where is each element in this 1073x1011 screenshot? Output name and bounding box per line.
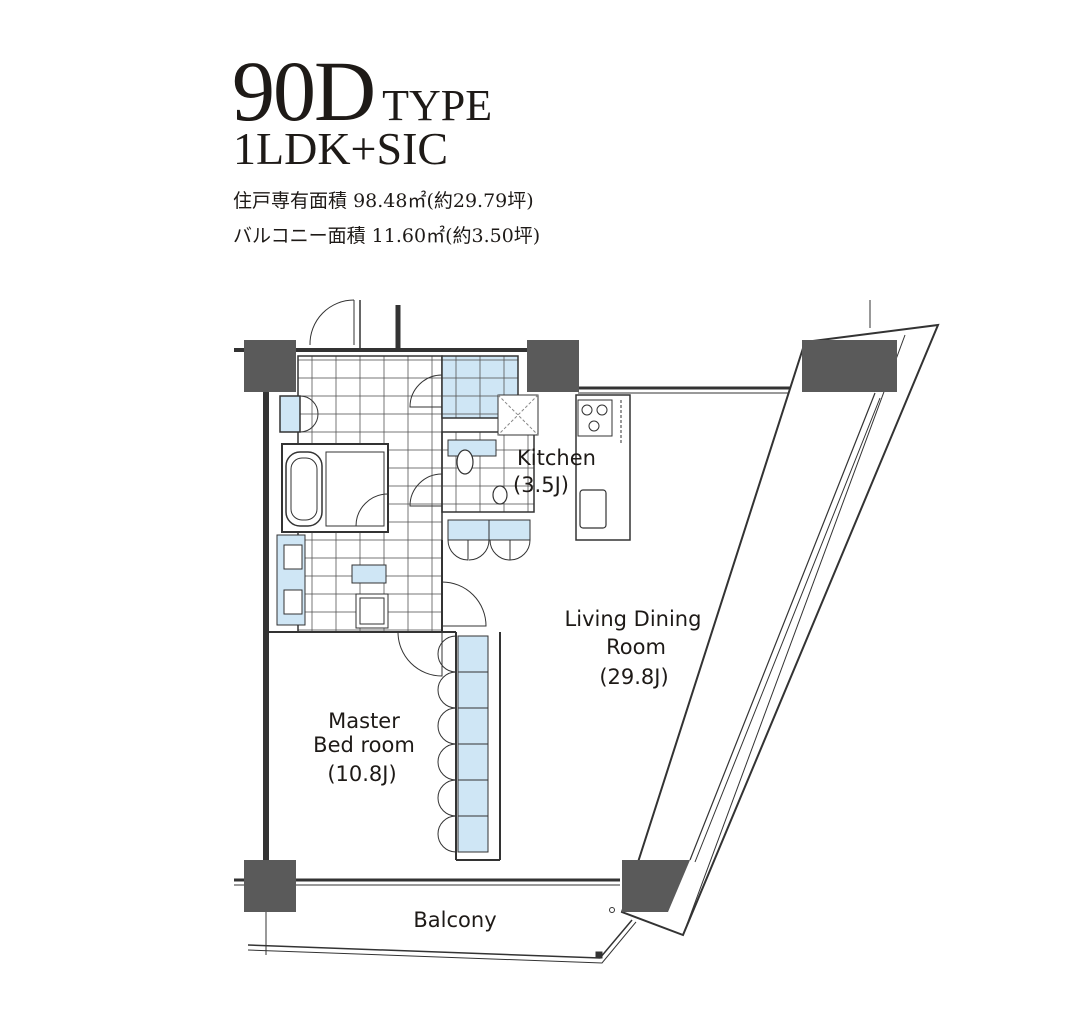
type-title: 90D TYPE	[232, 48, 492, 134]
master-label-1: Master	[328, 709, 400, 733]
entrance-hall-floor	[297, 355, 535, 633]
walk-in-closet	[437, 635, 489, 853]
type-code: 90D	[232, 43, 376, 139]
living-label-1: Living Dining	[565, 607, 702, 631]
east-curtain-wall	[620, 300, 940, 937]
entrance-door	[309, 299, 355, 346]
plan-type: 1LDK+SIC	[233, 123, 449, 174]
interior-walls	[266, 540, 501, 861]
balcony	[247, 907, 637, 964]
toilet	[456, 449, 508, 505]
living-size: (29.8J)	[599, 665, 668, 689]
balcony-label: Balcony	[413, 908, 496, 932]
exterior-walls	[234, 300, 875, 886]
washroom	[276, 534, 389, 629]
kitchen-area	[447, 394, 631, 561]
unit-area: 住戸専有面積 98.48㎡(約29.79坪)	[233, 192, 534, 211]
bathroom	[281, 443, 389, 533]
unit-area-value: 98.48㎡(約29.79坪)	[353, 190, 534, 212]
structural-columns	[244, 340, 897, 912]
balcony-area-value: 11.60㎡(約3.50坪)	[371, 225, 541, 247]
type-suffix: TYPE	[382, 81, 493, 130]
unit-area-label: 住戸専有面積	[233, 190, 348, 212]
hall-doors	[397, 374, 487, 677]
kitchen-label: Kitchen	[517, 446, 596, 470]
master-size: (10.8J)	[327, 762, 396, 786]
kitchen-size: (3.5J)	[513, 473, 569, 497]
master-label-2: Bed room	[313, 733, 415, 757]
shoe-cabinet	[279, 395, 319, 433]
balcony-area-label: バルコニー面積	[233, 225, 366, 247]
balcony-area: バルコニー面積 11.60㎡(約3.50坪)	[233, 227, 540, 246]
living-label-2: Room	[606, 635, 666, 659]
